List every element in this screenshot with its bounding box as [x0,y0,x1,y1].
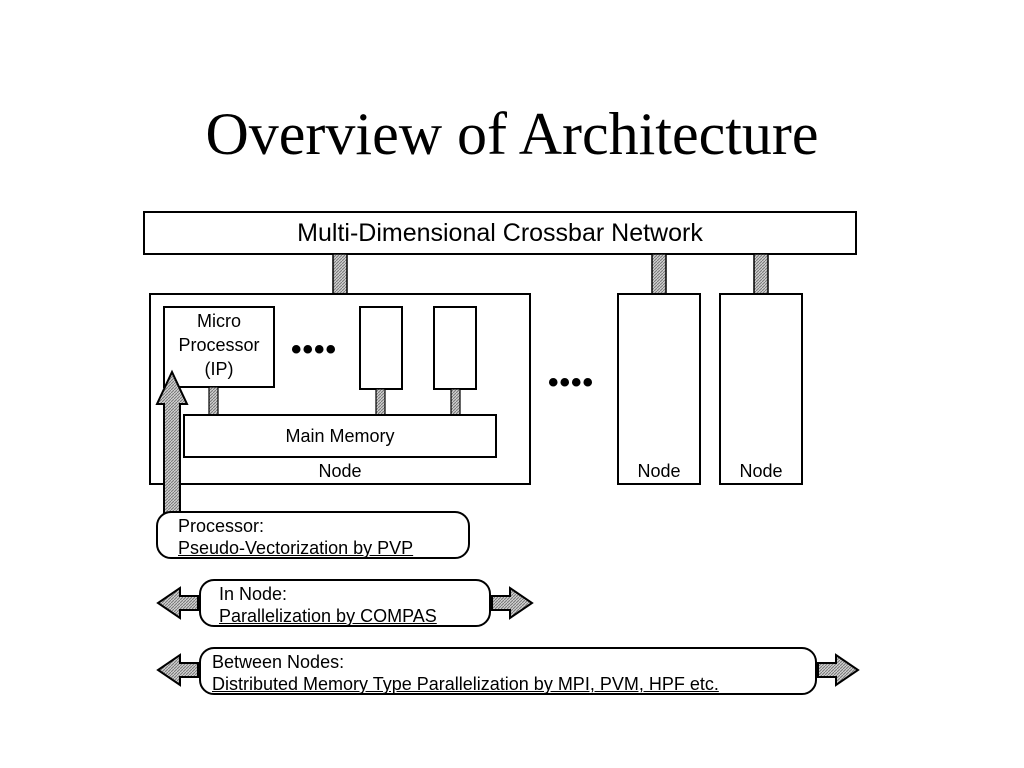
node-label-main: Node [318,461,362,481]
crossbar-network-box [143,211,857,255]
between-nodes-note-detail: Distributed Memory Type Parallelization … [212,674,719,694]
network-connector-1 [332,253,348,295]
main-memory-label: Main Memory [285,426,395,446]
in-node-note-title: In Node: [219,584,288,604]
in-node-note-detail: Parallelization by COMPAS [219,606,437,626]
processor-up-arrow [155,369,189,519]
in-node-note-box [199,579,491,627]
micro-processor-label-line2: Processor [178,335,260,355]
processor-box-2 [359,306,403,390]
micro-processor-label-line1: Micro [197,311,241,331]
processor-note-box [156,511,470,559]
memory-connector-3 [450,388,461,416]
processor-ellipsis: •••• [291,333,338,366]
memory-connector-2 [375,388,386,416]
between-nodes-right-arrow [817,653,860,687]
network-connector-2 [651,253,667,295]
micro-processor-label: Micro Processor (IP) [163,309,275,381]
in-node-right-arrow [491,586,534,620]
processor-note-title: Processor: [178,516,265,536]
node-box-3 [719,293,803,485]
node-label-3: Node [739,461,783,481]
between-nodes-note-box [199,647,817,695]
between-nodes-note-title: Between Nodes: [212,652,345,672]
slide-title: Overview of Architecture [205,101,819,167]
micro-processor-box [163,306,275,388]
network-connector-3 [753,253,769,295]
main-memory-box [183,414,497,458]
processor-box-3 [433,306,477,390]
processor-note-detail: Pseudo-Vectorization by PVP [178,538,414,558]
between-nodes-note: Between Nodes: Distributed Memory Type P… [212,651,719,695]
network-label: Multi-Dimensional Crossbar Network [297,218,703,247]
node-label-2: Node [637,461,681,481]
micro-processor-label-line3: (IP) [204,359,234,379]
between-nodes-left-arrow [156,653,199,687]
in-node-left-arrow [156,586,199,620]
processor-note: Processor: Pseudo-Vectorization by PVP [178,515,413,559]
node-box-2 [617,293,701,485]
node-ellipsis: •••• [548,366,595,399]
in-node-note: In Node: Parallelization by COMPAS [219,583,437,627]
memory-connector-1 [208,386,219,416]
